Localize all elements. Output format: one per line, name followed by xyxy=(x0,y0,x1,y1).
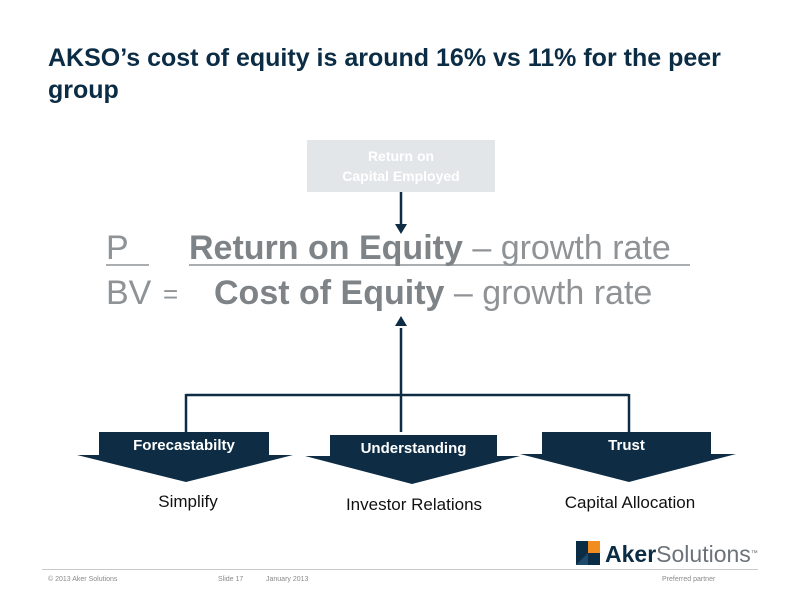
chevron-forecastability xyxy=(77,432,293,482)
formula-equals: = xyxy=(163,279,179,309)
denominator-growth: – growth rate xyxy=(444,274,653,312)
logo-solutions: Solutions xyxy=(656,541,751,567)
formula-p: P xyxy=(106,229,129,267)
driver-label-trust: Trust xyxy=(608,437,645,454)
roce-box-line1: Return on xyxy=(367,148,435,164)
driver-sub-simplify: Simplify xyxy=(158,492,218,511)
denominator-coe: Cost of Equity xyxy=(214,274,445,312)
footer-copyright: © 2013 Aker Solutions xyxy=(48,576,118,583)
aker-logo-wordmark: AkerSolutions™ xyxy=(605,540,758,568)
formula-numerator: Return on Equity – growth rate xyxy=(189,229,671,268)
aker-logo-icon xyxy=(576,541,600,565)
driver-sub-capital-allocation: Capital Allocation xyxy=(564,493,696,512)
numerator-roe: Return on Equity xyxy=(189,229,463,267)
down-arrow xyxy=(395,192,407,234)
logo-aker: Aker xyxy=(605,541,657,567)
driver-connector xyxy=(184,393,631,432)
footer-tagline: Preferred partner xyxy=(662,576,716,583)
numerator-growth: – growth rate xyxy=(462,229,671,267)
roce-box: Return on Capital Employed xyxy=(307,140,495,192)
driver-sub-investor-relations: Investor Relations xyxy=(345,495,483,514)
driver-label-understanding: Understanding xyxy=(360,440,467,457)
formula-bv: BV xyxy=(106,274,152,312)
slide-title: AKSO’s cost of equity is around 16% vs 1… xyxy=(48,44,721,104)
logo-tm: ™ xyxy=(750,550,758,557)
chevron-trust xyxy=(520,432,736,482)
up-arrow xyxy=(395,316,407,432)
driver-label-forecastability: Forecastabilty xyxy=(133,437,235,454)
footer-rule xyxy=(42,569,758,570)
roce-box-line2: Capital Employed xyxy=(342,168,460,184)
formula-denominator: Cost of Equity – growth rate xyxy=(214,274,652,313)
footer-slide-number: Slide 17 xyxy=(218,576,244,583)
footer-date: January 2013 xyxy=(266,576,309,583)
chevron-understanding xyxy=(305,435,520,484)
